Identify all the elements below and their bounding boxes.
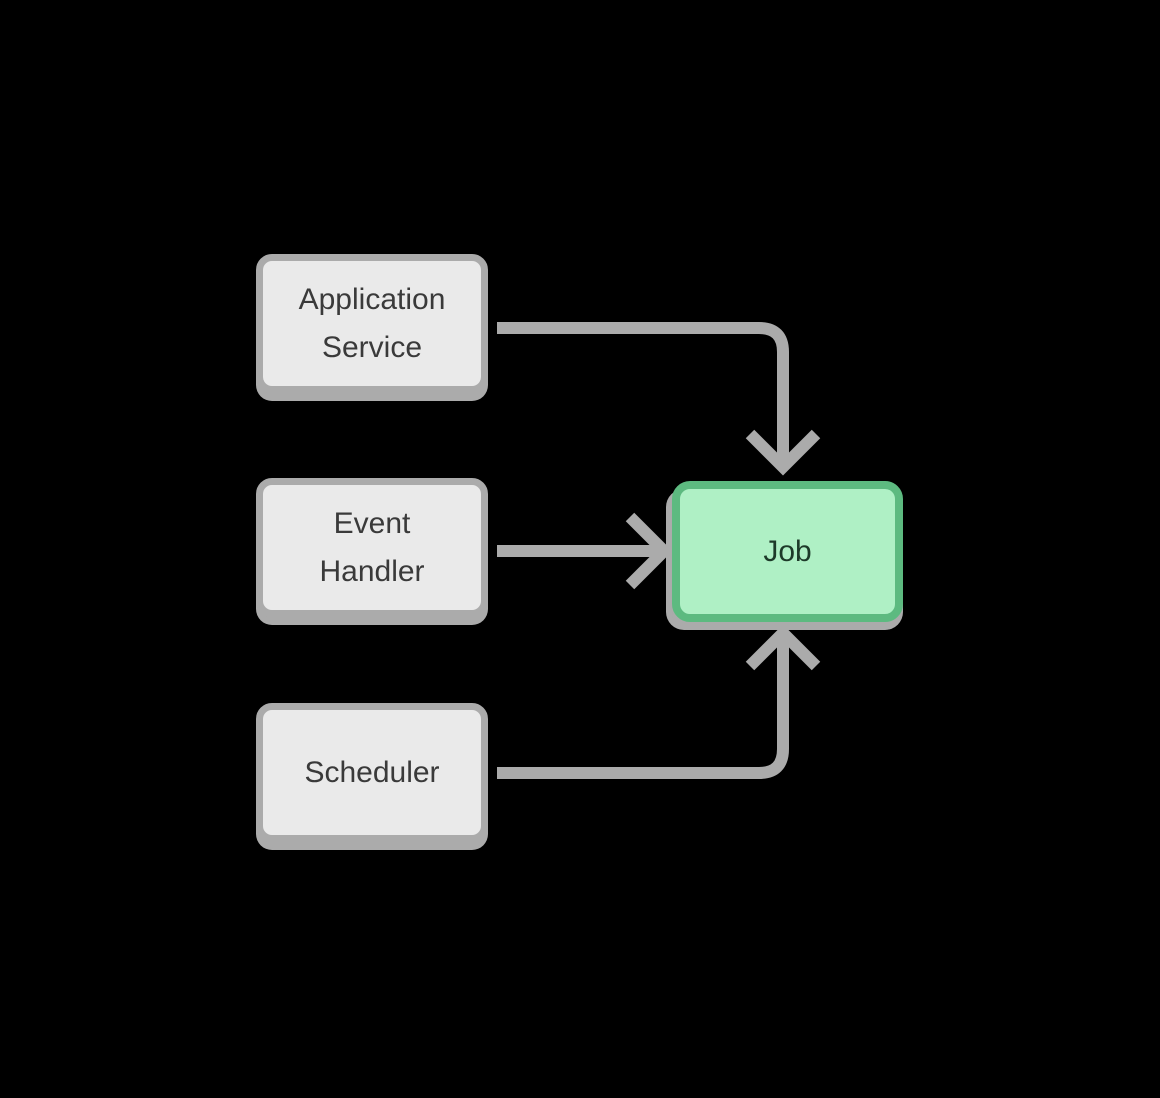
- node-application-service-label: Application Service: [298, 282, 446, 364]
- edge-scheduler-to-job: [497, 624, 821, 779]
- edge-application-service-to-job-shaft: [497, 322, 789, 461]
- edge-scheduler-to-job-shaft: [497, 639, 789, 779]
- chevron-up-arrowhead-icon: [745, 624, 821, 671]
- edge-event-handler-to-job: [497, 512, 673, 590]
- chevron-right-arrowhead-icon: [625, 512, 673, 590]
- node-scheduler-label: Scheduler: [304, 755, 440, 789]
- node-event-handler-label: Event Handler: [319, 506, 425, 588]
- node-event-handler: Event Handler: [256, 478, 488, 617]
- edge-application-service-to-job: [497, 322, 821, 476]
- node-application-service: Application Service: [256, 254, 488, 393]
- node-job: Job: [672, 481, 903, 622]
- chevron-down-arrowhead-icon: [745, 429, 821, 476]
- node-job-label: Job: [763, 534, 812, 568]
- node-scheduler: Scheduler: [256, 703, 488, 842]
